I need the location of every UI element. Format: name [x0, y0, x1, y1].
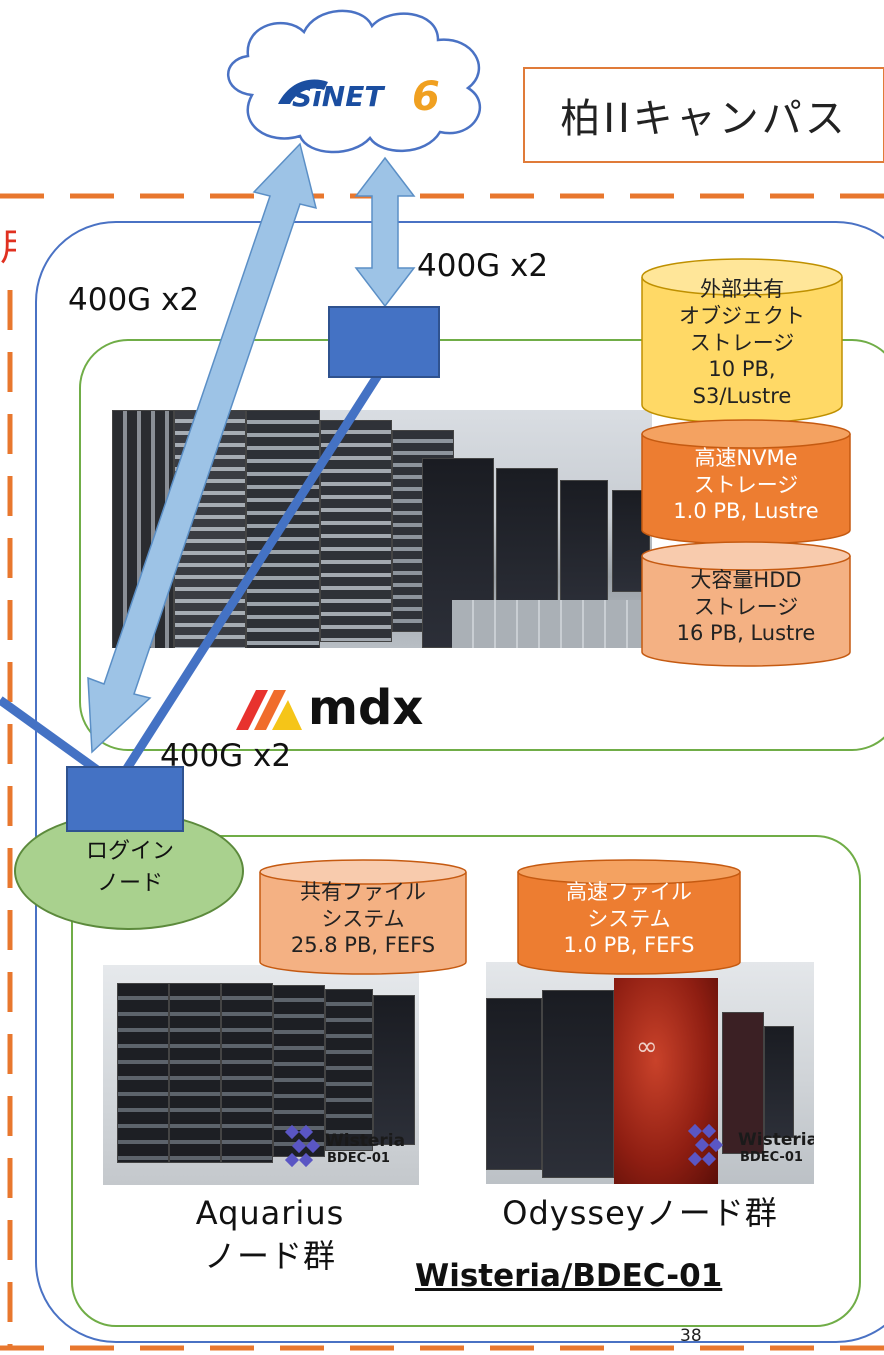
hdd-storage-cylinder: 大容量HDD ストレージ 16 PB, Lustre [640, 540, 852, 668]
page-number: 38 [680, 1326, 702, 1346]
login-node-label: ログイン ノード [50, 836, 210, 900]
wisteria-logo-2 [686, 1114, 814, 1174]
nvme-storage-line2: ストレージ [693, 472, 799, 497]
nvme-storage-line1: 高速NVMe [694, 445, 798, 470]
nvme-storage-cylinder: 高速NVMe ストレージ 1.0 PB, Lustre [640, 418, 852, 546]
shared-fs-line1: 共有ファイル [300, 879, 426, 904]
wisteria-frame [71, 835, 861, 1327]
shared-fs-line3: 25.8 PB, FEFS [290, 933, 436, 958]
mdx-switch [328, 306, 440, 378]
mdx-logo: mdx [236, 678, 436, 738]
cloud-login-arrow [87, 142, 318, 754]
hdd-storage-line1: 大容量HDD [690, 567, 802, 592]
fast-fs-line2: システム [587, 906, 671, 931]
object-storage-line3: ストレージ [689, 330, 795, 355]
sinet-cloud [227, 9, 481, 154]
login-switch [66, 766, 184, 832]
aquarius-caption: Aquarius ノード群 [170, 1192, 370, 1278]
object-storage-line1: 外部共有 [700, 276, 784, 301]
fast-fs-line1: 高速ファイル [565, 879, 692, 904]
external-login-line [0, 696, 103, 776]
object-storage-line5: S3/Lustre [692, 384, 792, 409]
object-storage-cylinder: 外部共有 オブジェクト ストレージ 10 PB, S3/Lustre [640, 255, 844, 425]
odyssey-photo: ∞ Wisteria BDEC-01 [486, 962, 814, 1184]
hdd-storage-line2: ストレージ [693, 594, 799, 619]
odyssey-logo-text-2: BDEC-01 [740, 1150, 803, 1165]
fast-fs-line3: 1.0 PB, FEFS [563, 933, 695, 958]
mdx-logo-icon [236, 690, 302, 730]
fast-fs-cylinder: 高速ファイル システム 1.0 PB, FEFS [516, 858, 742, 976]
aquarius-photo: Wisteria BDEC-01 [103, 965, 419, 1185]
object-storage-line2: オブジェクト [679, 303, 805, 328]
hdd-storage-line3: 16 PB, Lustre [676, 621, 816, 646]
nvme-storage-line3: 1.0 PB, Lustre [673, 499, 819, 524]
login-node-line1: ログイン [85, 839, 174, 864]
odyssey-logo-text-1: Wisteria [738, 1130, 814, 1150]
link-label-right: 400G x2 [417, 248, 549, 284]
object-storage-line4: 10 PB, [708, 357, 776, 382]
mdx-frame [79, 339, 884, 751]
mdx-login-line [122, 369, 384, 773]
svg-text:6: 6 [412, 74, 440, 118]
aquarius-logo-text-1: Wisteria [325, 1131, 406, 1151]
site-frame [35, 221, 884, 1343]
svg-text:SiNET: SiNET [292, 80, 385, 113]
link-label-bottom: 400G x2 [160, 738, 292, 774]
cloud-mdx-arrow [354, 156, 416, 308]
aquarius-logo-text-2: BDEC-01 [327, 1151, 390, 1166]
left-edge-text: 用 [0, 216, 16, 271]
shared-fs-line2: システム [321, 906, 405, 931]
shared-fs-cylinder: 共有ファイル システム 25.8 PB, FEFS [258, 858, 468, 976]
mdx-logo-text: mdx [308, 680, 424, 736]
odyssey-caption: Odysseyノード群 [502, 1194, 778, 1232]
wisteria-logo [283, 1115, 413, 1175]
link-label-left: 400G x2 [68, 282, 200, 318]
campus-label: 柏IIキャンパス [523, 67, 884, 163]
sinet-logo: SiNET 6 [272, 68, 452, 120]
aquarius-caption-line2: ノード群 [203, 1237, 336, 1276]
login-node-line2: ノード [96, 870, 163, 896]
aquarius-caption-line1: Aquarius [195, 1194, 345, 1232]
wisteria-title: Wisteria/BDEC-01 [415, 1258, 723, 1294]
